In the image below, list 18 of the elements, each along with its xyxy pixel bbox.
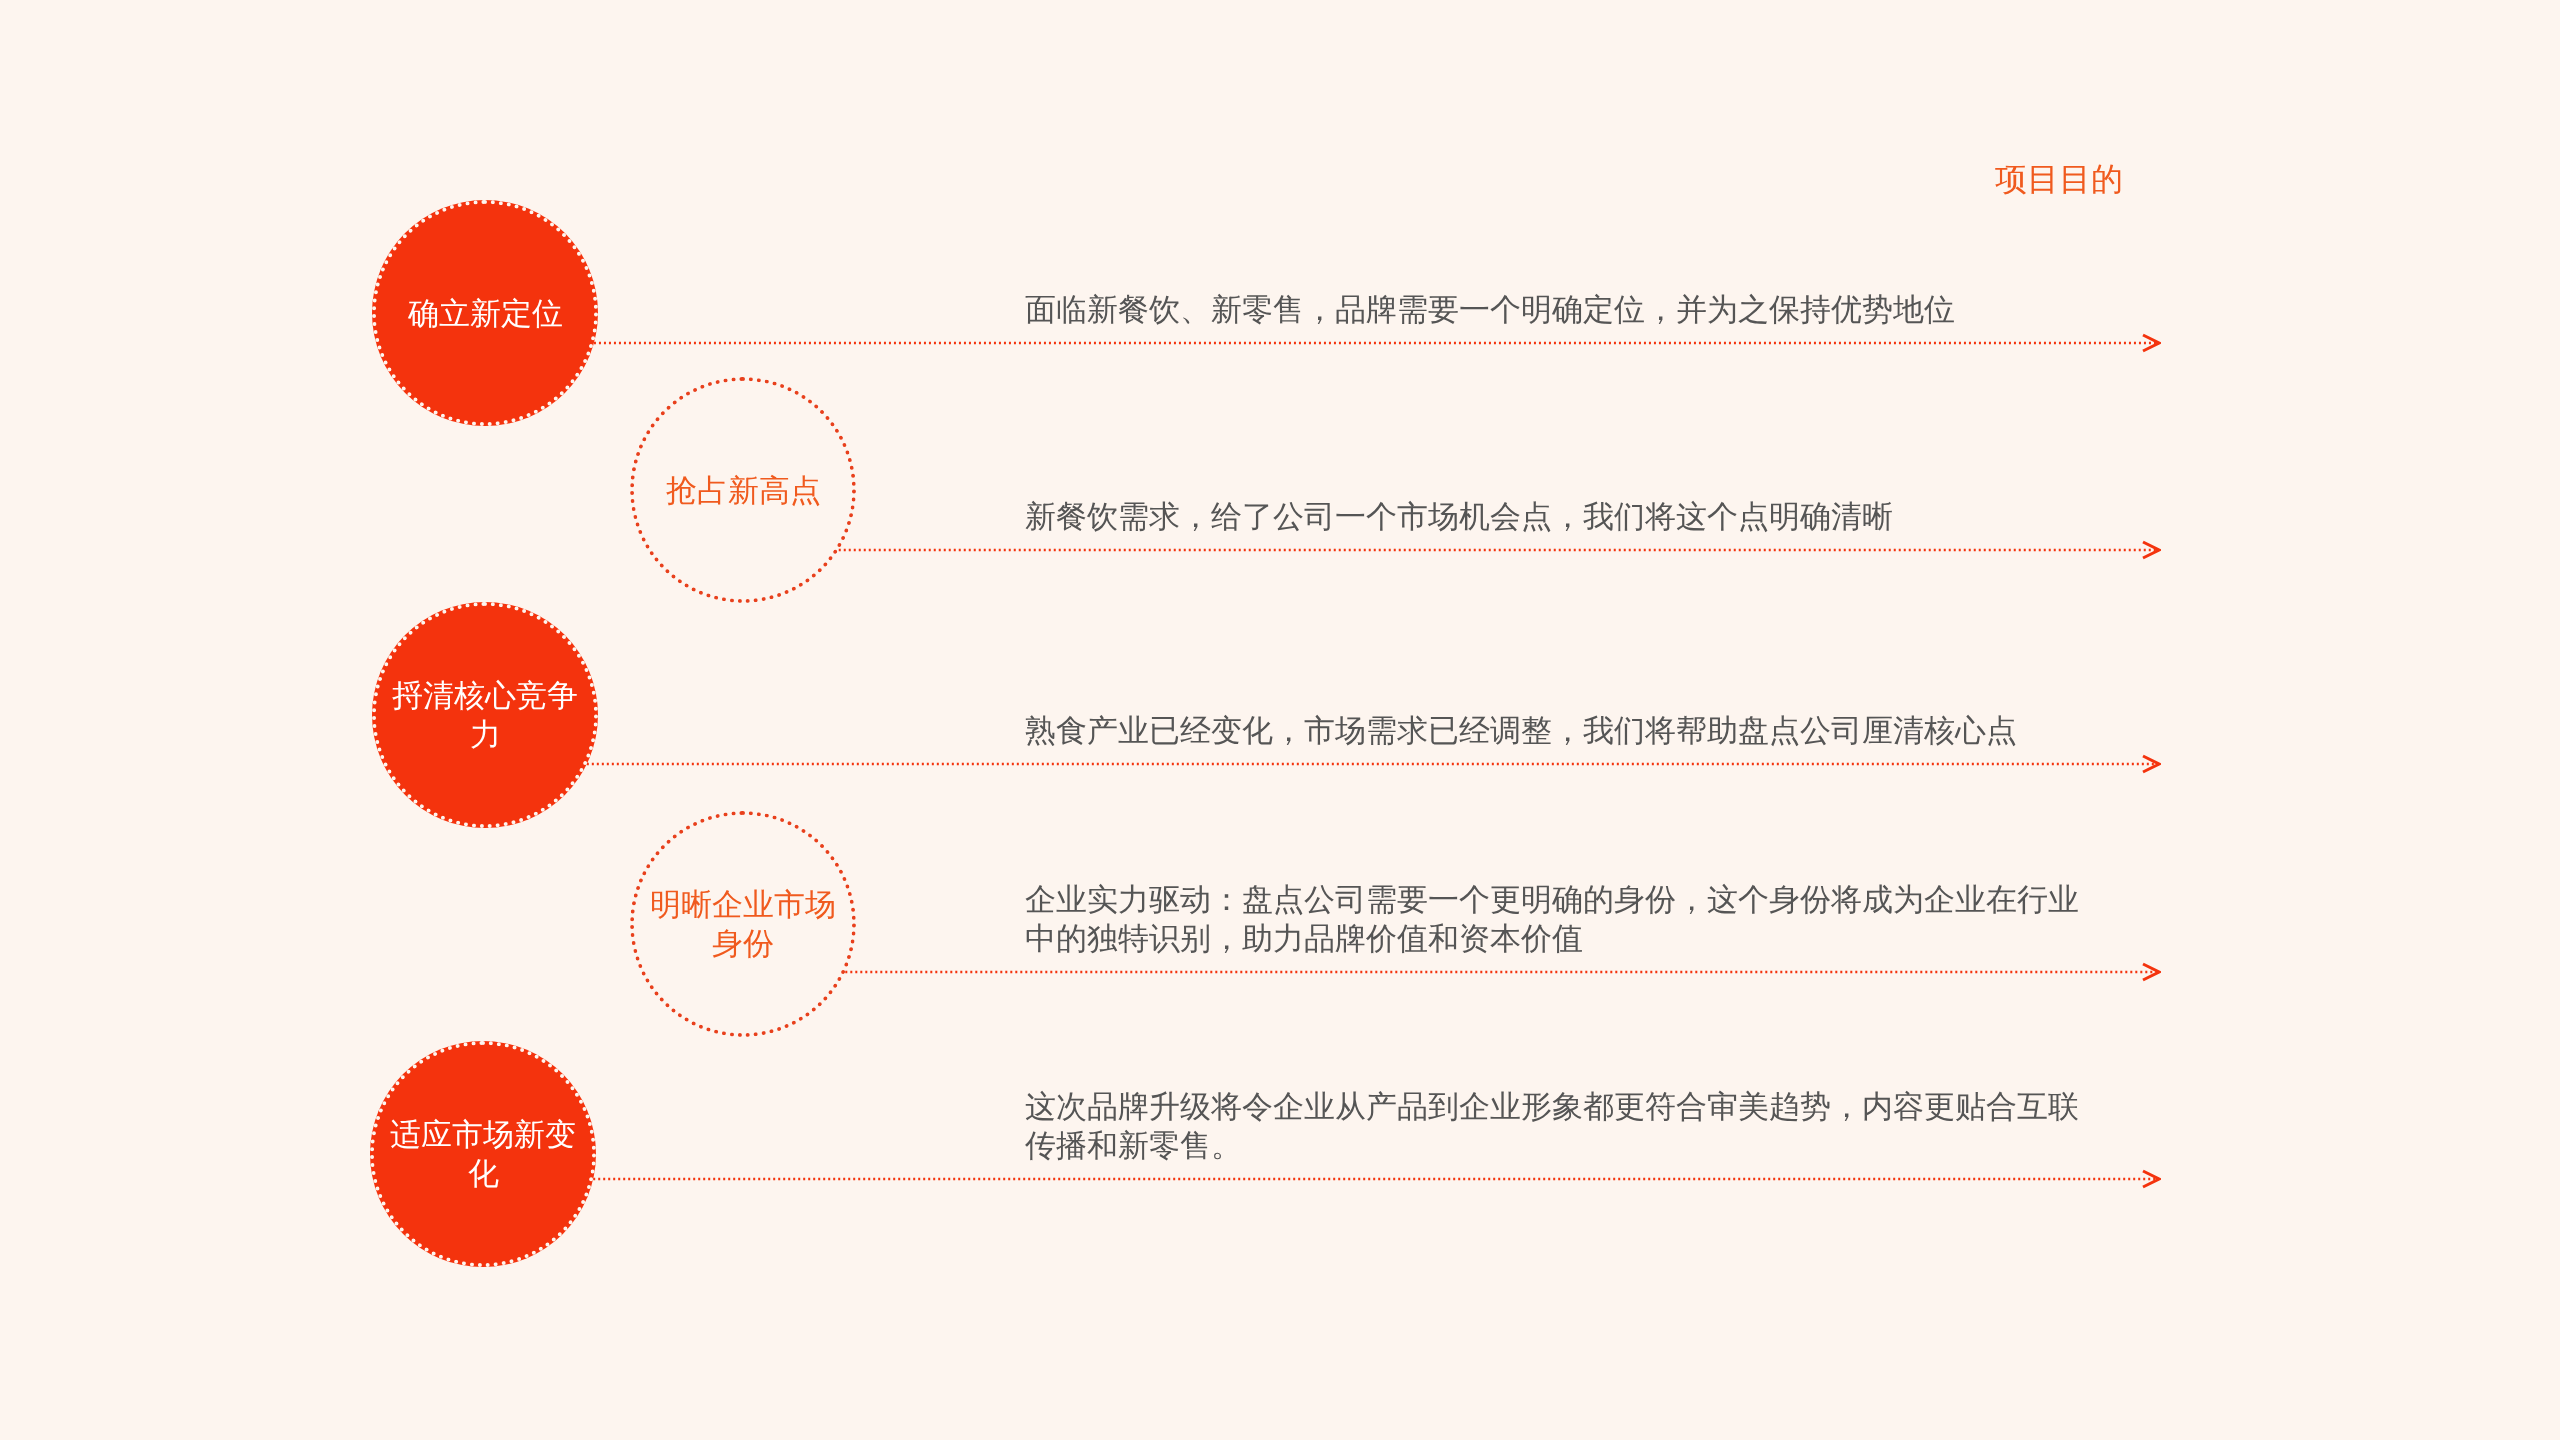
circle-label: 适应市场新变化 xyxy=(389,1115,577,1193)
edge-label: 新餐饮需求，给了公司一个市场机会点，我们将这个点明确清晰 xyxy=(1025,497,1894,536)
edge-label: 这次品牌升级将令企业从产品到企业形象都更符合审美趋势，内容更贴合互联传播和新零售。 xyxy=(1025,1087,2080,1165)
circle-label: 明晰企业市场身份 xyxy=(649,885,837,963)
edge-label: 熟食产业已经变化，市场需求已经调整，我们将帮助盘点公司厘清核心点 xyxy=(1025,711,2018,750)
edge-label: 面临新餐饮、新零售，品牌需要一个明确定位，并为之保持优势地位 xyxy=(1025,290,1956,329)
title: 项目目的 xyxy=(1995,159,2123,200)
circle-label: 抢占新高点 xyxy=(664,470,822,510)
arrow xyxy=(586,754,2161,774)
arrow xyxy=(593,333,2161,353)
arrow xyxy=(593,1169,2161,1189)
arrow xyxy=(845,962,2161,982)
arrow xyxy=(838,540,2161,560)
circle-label: 确立新定位 xyxy=(406,293,564,333)
dotted-circle xyxy=(630,811,856,1037)
circle-label: 捋清核心竞争力 xyxy=(391,676,579,754)
dotted-circle xyxy=(630,377,856,603)
edge-label: 企业实力驱动：盘点公司需要一个更明确的身份，这个身份将成为企业在行业中的独特识别，助力品牌价值和资本价值 xyxy=(1025,880,2080,958)
